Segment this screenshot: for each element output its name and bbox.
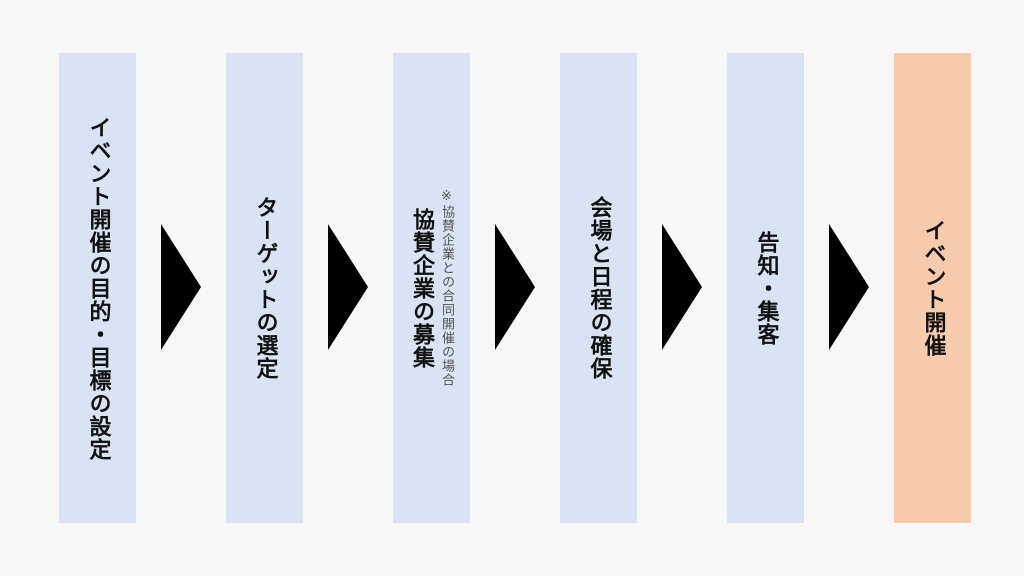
- step-3-box: ※協賛企業との合同開催の場合 協賛企業の募集: [393, 53, 470, 523]
- arrow-1-icon: [161, 224, 201, 350]
- step-6-label: イベント開催: [920, 219, 946, 357]
- step-1-label: イベント開催の目的・目標の設定: [85, 115, 111, 461]
- arrow-2-icon: [328, 224, 368, 350]
- step-6-box: イベント開催: [894, 53, 971, 523]
- step-4-box: 会場と日程の確保: [560, 53, 637, 523]
- step-3-note: ※協賛企業との合同開催の場合: [439, 189, 454, 387]
- step-5-box: 告知・集客: [727, 53, 804, 523]
- step-2-box: ターゲットの選定: [226, 53, 303, 523]
- step-4-label: 会場と日程の確保: [586, 196, 612, 380]
- arrow-5-icon: [829, 224, 869, 350]
- step-2-label: ターゲットの選定: [252, 196, 278, 380]
- arrow-4-icon: [662, 224, 702, 350]
- step-5-label: 告知・集客: [753, 230, 779, 346]
- step-3-label: 協賛企業の募集: [409, 207, 434, 369]
- step-1-box: イベント開催の目的・目標の設定: [59, 53, 136, 523]
- arrow-3-icon: [495, 224, 535, 350]
